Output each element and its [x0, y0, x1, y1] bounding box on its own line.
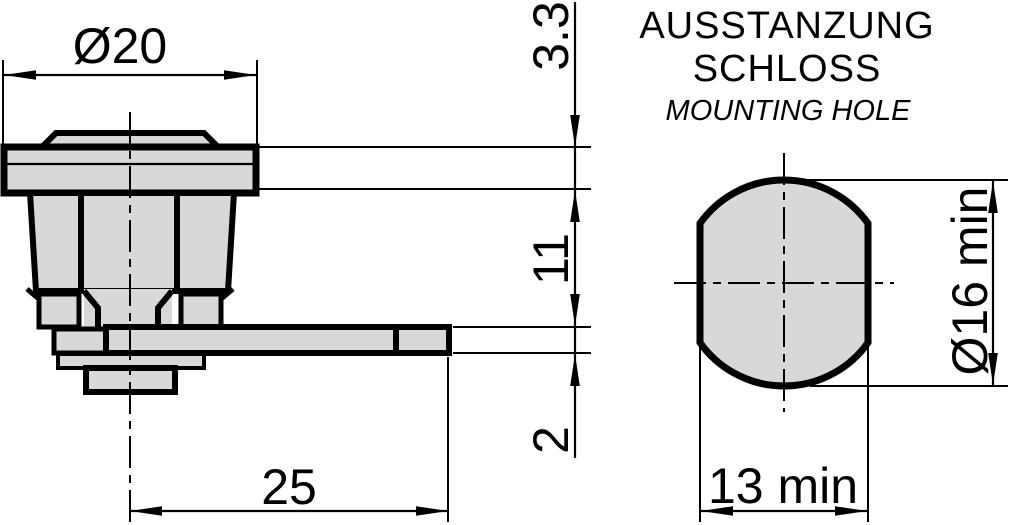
- dimension-value-flange-diameter: Ø20: [73, 18, 168, 74]
- arrowhead-right: [416, 506, 448, 516]
- cam-lever: [103, 324, 452, 356]
- dimension-value-flange-thickness: 3.3: [523, 1, 579, 71]
- lock-step-block-right: [178, 291, 224, 330]
- dimension-value-hole-width: 13 min: [708, 458, 858, 514]
- arrowhead-right: [224, 70, 256, 80]
- arrowhead-up: [988, 181, 998, 213]
- title-line1: AUSSTANZUNG: [639, 5, 934, 47]
- dimension-value-body-length: 11: [523, 233, 579, 285]
- drawing-header: AUSSTANZUNG SCHLOSS MOUNTING HOLE: [639, 5, 934, 127]
- dimension-hole-width: 13 min: [699, 346, 869, 522]
- lock-neck-edge-right: [155, 289, 175, 329]
- lock-washer: [51, 326, 109, 356]
- title-line2: SCHLOSS: [693, 48, 882, 90]
- dimension-chain-vertical: 3.3 11 2: [259, 1, 591, 458]
- mounting-hole-view: 13 min Ø16 min: [674, 153, 1008, 522]
- arrowhead-left: [4, 70, 36, 80]
- dimension-hole-diameter: Ø16 min: [800, 179, 1008, 387]
- arrowhead-down: [570, 294, 580, 326]
- arrowhead-up: [570, 354, 580, 386]
- arrowhead-down: [570, 115, 580, 147]
- dimension-cam-length: 25: [130, 357, 449, 522]
- arrowhead-up: [570, 190, 580, 222]
- subtitle-english: MOUNTING HOLE: [666, 95, 912, 127]
- dimension-value-cam-thickness: 2: [523, 426, 579, 454]
- cam-lock-side-view: [0, 112, 452, 523]
- arrowhead-left: [701, 506, 733, 516]
- dimension-flange-diameter: Ø20: [2, 18, 258, 146]
- arrowhead-right: [835, 506, 867, 516]
- arrowhead-left: [130, 506, 162, 516]
- dimension-value-cam-length: 25: [261, 459, 317, 515]
- lock-neck-edge-left: [81, 289, 101, 329]
- lock-body: [26, 190, 238, 294]
- lock-step-block-left: [36, 291, 82, 330]
- dimension-value-hole-diameter: Ø16 min: [942, 187, 998, 376]
- arrowhead-down: [988, 353, 998, 385]
